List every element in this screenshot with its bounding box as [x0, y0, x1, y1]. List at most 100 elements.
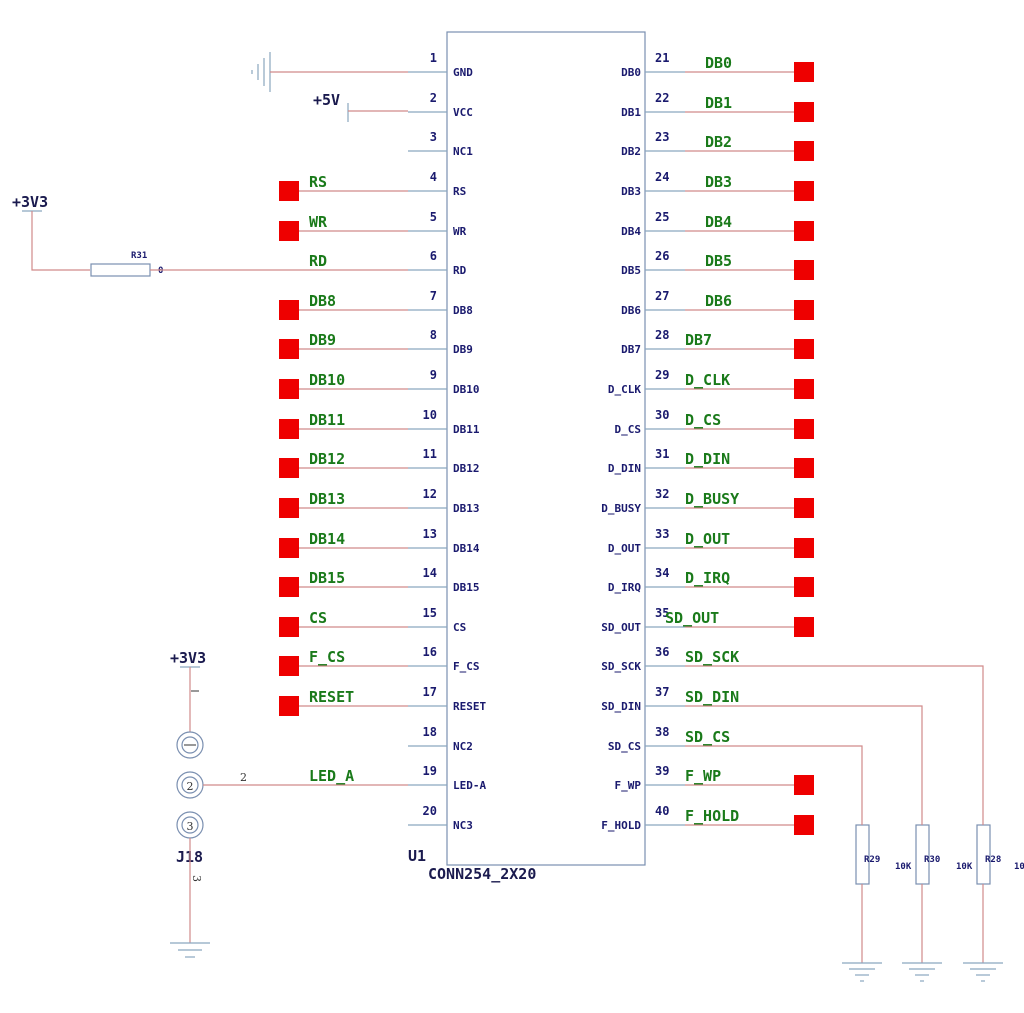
pin-name: D_DIN — [608, 462, 641, 475]
pin-name: VCC — [453, 106, 473, 119]
pin-number: 10 — [423, 408, 437, 422]
pin-number: 24 — [655, 170, 669, 184]
net-label: DB5 — [705, 252, 732, 270]
pin-name: NC1 — [453, 145, 473, 158]
pin-name: DB5 — [621, 264, 641, 277]
net-flag-icon — [794, 815, 814, 835]
net-label: DB11 — [309, 411, 345, 429]
j18-wire-pin-num: 2 — [240, 771, 247, 784]
net-wire — [685, 745, 863, 825]
pin-number: 19 — [423, 764, 437, 778]
pin-name: DB4 — [621, 225, 641, 238]
net-flag-icon — [279, 181, 299, 201]
r31-wire — [31, 211, 90, 271]
net-label: RD — [309, 252, 327, 270]
pin-number: 14 — [423, 566, 437, 580]
pin-name: D_IRQ — [608, 581, 641, 594]
net-label: DB1 — [705, 94, 732, 112]
net-label: D_CS — [685, 411, 721, 429]
net-flag-icon — [279, 498, 299, 518]
pin-name: DB3 — [621, 185, 641, 198]
net-label: DB4 — [705, 213, 732, 231]
pin-number: 33 — [655, 527, 669, 541]
net-flag-icon — [279, 379, 299, 399]
pin-number: 39 — [655, 764, 669, 778]
net-wire — [685, 665, 984, 825]
net-flag-icon — [279, 577, 299, 597]
net-flag-icon — [794, 775, 814, 795]
net-flag-icon — [794, 577, 814, 597]
net-flag-icon — [794, 419, 814, 439]
net-flag-icon — [794, 141, 814, 161]
pin-name: DB1 — [621, 106, 641, 119]
j18-pin2-icon: 2 — [187, 780, 194, 793]
pin-name: LED-A — [453, 779, 486, 792]
pin-number: 38 — [655, 725, 669, 739]
ground-icon — [251, 52, 271, 92]
pin-number: 21 — [655, 51, 669, 65]
net-label: LED_A — [309, 767, 354, 785]
net-flag-icon — [279, 300, 299, 320]
pin-number: 37 — [655, 685, 669, 699]
net-flag-icon — [279, 221, 299, 241]
net-label: DB0 — [705, 54, 732, 72]
net-flag-icon — [794, 538, 814, 558]
pin-name: DB15 — [453, 581, 480, 594]
ground-icon — [902, 962, 942, 982]
pin-name: RS — [453, 185, 466, 198]
cut-value-label: 10 — [1014, 862, 1024, 872]
pin-name: DB14 — [453, 542, 480, 555]
net-flag-icon — [279, 696, 299, 716]
pin-number: 31 — [655, 447, 669, 461]
net-label: DB7 — [685, 331, 712, 349]
pin-number: 13 — [423, 527, 437, 541]
net-label: D_DIN — [685, 450, 730, 468]
net-flag-icon — [279, 458, 299, 478]
net-flag-icon — [794, 617, 814, 637]
pin-name: DB11 — [453, 423, 480, 436]
pin-number: 3 — [430, 130, 437, 144]
pin-number: 27 — [655, 289, 669, 303]
pin-number: 32 — [655, 487, 669, 501]
net-flag-icon — [794, 339, 814, 359]
net-label: SD_OUT — [665, 609, 719, 627]
vcc-5v-label: +5V — [313, 91, 340, 109]
pin-name: DB9 — [453, 343, 473, 356]
pin-name: D_OUT — [608, 542, 641, 555]
net-label: CS — [309, 609, 327, 627]
pin-name: F_HOLD — [601, 819, 641, 832]
resistor-ref: R30 — [924, 855, 940, 865]
pin-number: 17 — [423, 685, 437, 699]
pin-name: SD_CS — [608, 740, 641, 753]
resistor-r31 — [90, 263, 151, 277]
pin-number: 11 — [423, 447, 437, 461]
net-flag-icon — [794, 221, 814, 241]
pin-name: F_CS — [453, 660, 480, 673]
net-label: DB13 — [309, 490, 345, 508]
pin-name: DB12 — [453, 462, 480, 475]
j18-pin3-num: 3 — [190, 875, 203, 882]
pin-name: SD_OUT — [601, 621, 641, 634]
net-label: DB3 — [705, 173, 732, 191]
ground-icon — [842, 962, 882, 982]
net-label: DB12 — [309, 450, 345, 468]
net-label: SD_SCK — [685, 648, 739, 666]
pin-number: 9 — [430, 368, 437, 382]
pin-number: 34 — [655, 566, 669, 580]
j18-supply-label: +3V3 — [170, 649, 206, 667]
pin-name: DB8 — [453, 304, 473, 317]
pin-name: WR — [453, 225, 467, 238]
pin-number: 4 — [430, 170, 437, 184]
net-flag-icon — [279, 656, 299, 676]
net-wire — [685, 705, 923, 825]
net-label: DB8 — [309, 292, 336, 310]
net-flag-icon — [279, 419, 299, 439]
net-flag-icon — [279, 617, 299, 637]
pin-number: 16 — [423, 645, 437, 659]
net-label: WR — [309, 213, 328, 231]
net-label: D_BUSY — [685, 490, 739, 508]
pin-number: 6 — [430, 249, 437, 263]
pin-name: DB13 — [453, 502, 480, 515]
net-flag-icon — [794, 379, 814, 399]
